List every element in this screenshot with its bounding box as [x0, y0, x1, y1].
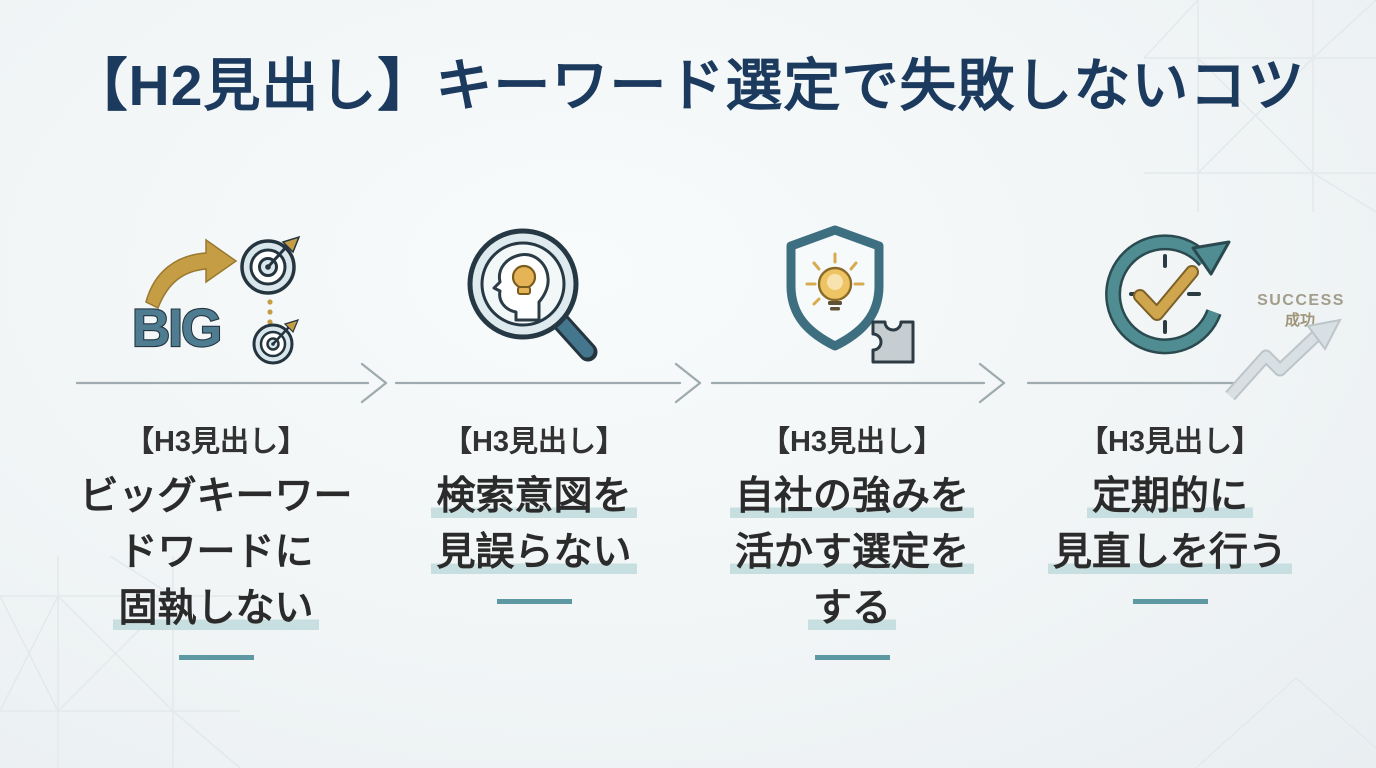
search-intent-magnifier-icon — [467, 228, 598, 362]
accent-underline — [1132, 599, 1208, 605]
accent-underline — [814, 655, 890, 661]
h3-text-line: 見直しを行う — [1047, 531, 1292, 575]
big-keyword-target-icon: BIG — [131, 235, 301, 365]
flow-chevron-3 — [978, 362, 1006, 404]
flow-chevron-1 — [360, 362, 388, 404]
big-label: BIG — [132, 299, 220, 358]
checkmark-shape — [1135, 267, 1197, 319]
dotted-line — [267, 299, 273, 325]
h3-text-line: ビッグキーワー — [79, 475, 353, 519]
h3-text-line: 固執しない — [113, 587, 319, 631]
curved-arrow-shape — [145, 238, 238, 310]
h3-heading: 【H3見出し】 — [760, 426, 944, 458]
bulb-rays — [805, 252, 865, 306]
h3-text-line: ドワードに — [118, 531, 314, 575]
bg-pattern-bottom-right — [1195, 677, 1376, 768]
h3-heading: 【H3見出し】 — [1078, 426, 1262, 458]
accent-underline — [178, 655, 254, 661]
h3-text-line: 見誤らない — [431, 531, 637, 575]
h3-text-line: 活かす選定を — [729, 531, 974, 575]
review-cycle-check-icon — [1105, 234, 1231, 355]
step-column-3: 【H3見出し】 自社の強みを 活かす選定を する — [693, 222, 1011, 661]
h3-text-line: 検索意図を — [431, 475, 637, 519]
cycle-arrowhead — [1191, 240, 1231, 276]
h3-text-line: 自社の強みを — [729, 475, 974, 519]
success-callout: SUCCESS 成功 — [1222, 292, 1374, 402]
accent-underline — [496, 599, 572, 605]
step-columns: BIG 【H3見出し】 ビッグキーワー ドワードに 固執しない — [57, 222, 1329, 661]
h3-text-line: 定期的に — [1086, 475, 1253, 519]
strength-shield-puzzle-icon — [786, 225, 915, 364]
success-label-en: SUCCESS — [1257, 292, 1345, 309]
target-top — [240, 235, 301, 295]
puzzle-piece-shape — [871, 320, 915, 364]
h3-heading: 【H3見出し】 — [442, 426, 626, 458]
success-label-ja: 成功 — [1284, 312, 1315, 329]
page-title: 【H2見出し】キーワード選定で失敗しないコツ — [70, 54, 1306, 118]
flow-chevron-2 — [674, 362, 702, 404]
lightbulb-shape — [511, 264, 537, 290]
growth-arrow-icon — [1225, 318, 1342, 401]
flow-arrows — [75, 362, 1235, 404]
h3-heading: 【H3見出し】 — [124, 426, 308, 458]
step-column-1: BIG 【H3見出し】 ビッグキーワー ドワードに 固執しない — [57, 222, 375, 661]
target-bottom — [252, 319, 300, 365]
step-column-2: 【H3見出し】 検索意図を 見誤らない — [375, 222, 693, 660]
step-column-4: 【H3見出し】 定期的に 見直しを行う — [1011, 222, 1329, 660]
h3-text-line: する — [807, 587, 896, 631]
